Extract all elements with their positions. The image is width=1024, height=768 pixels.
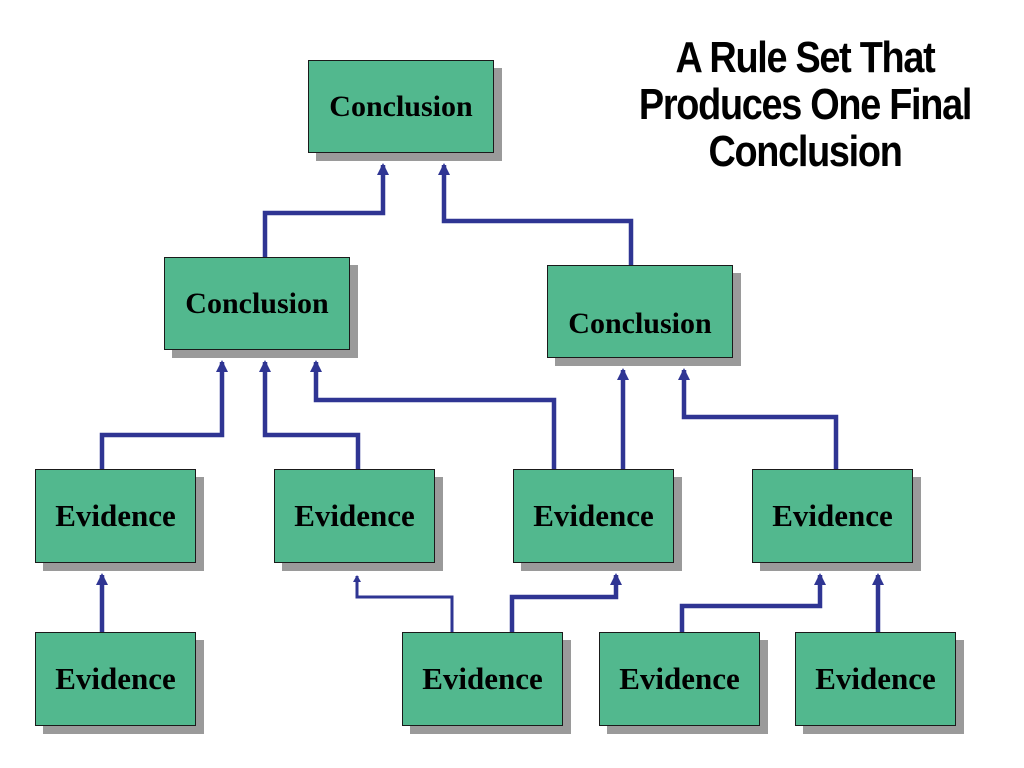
evidence-label: Evidence xyxy=(533,498,654,533)
left-conclusion-label: Conclusion xyxy=(185,286,329,320)
evidence-label: Evidence xyxy=(55,661,176,696)
evidence-box-row2-1: Evidence xyxy=(35,632,196,726)
arrow-left-conclusion-to-top xyxy=(262,163,389,257)
evidence-box-row1-1: Evidence xyxy=(35,469,196,563)
title-line-1: A Rule Set That xyxy=(675,33,936,82)
evidence-label: Evidence xyxy=(422,661,543,696)
right-conclusion-box: Conclusion xyxy=(547,265,733,358)
arrow-evidence-r1-2-to-left-conclusion xyxy=(259,360,361,469)
arrow-evidence-r2-2-to-r1-2 xyxy=(353,575,454,632)
evidence-box-row1-3: Evidence xyxy=(513,469,674,563)
arrow-evidence-r1-3-to-left-conclusion xyxy=(310,360,557,469)
arrow-evidence-r2-3-to-r1-4 xyxy=(679,573,826,632)
evidence-box-row2-4: Evidence xyxy=(795,632,956,726)
evidence-label: Evidence xyxy=(619,661,740,696)
evidence-box-row2-2: Evidence xyxy=(402,632,563,726)
arrow-right-conclusion-to-top xyxy=(438,163,634,265)
title-line-2: Produces One Final xyxy=(638,80,972,129)
arrow-evidence-r1-1-to-left-conclusion xyxy=(99,360,228,469)
evidence-box-row2-3: Evidence xyxy=(599,632,760,726)
evidence-label: Evidence xyxy=(772,498,893,533)
evidence-label: Evidence xyxy=(815,661,936,696)
evidence-label: Evidence xyxy=(294,498,415,533)
arrow-evidence-r1-4-to-right-conclusion xyxy=(678,368,839,469)
top-conclusion-label: Conclusion xyxy=(329,89,473,123)
right-conclusion-label: Conclusion xyxy=(568,306,712,340)
left-conclusion-box: Conclusion xyxy=(164,257,350,350)
evidence-box-row1-2: Evidence xyxy=(274,469,435,563)
evidence-box-row1-4: Evidence xyxy=(752,469,913,563)
title-line-3: Conclusion xyxy=(708,127,902,176)
arrow-evidence-r2-2-to-r1-3 xyxy=(509,573,622,632)
top-conclusion-box: Conclusion xyxy=(308,60,494,153)
evidence-label: Evidence xyxy=(55,498,176,533)
slide-title: A Rule Set That Produces One Final Concl… xyxy=(629,34,982,175)
